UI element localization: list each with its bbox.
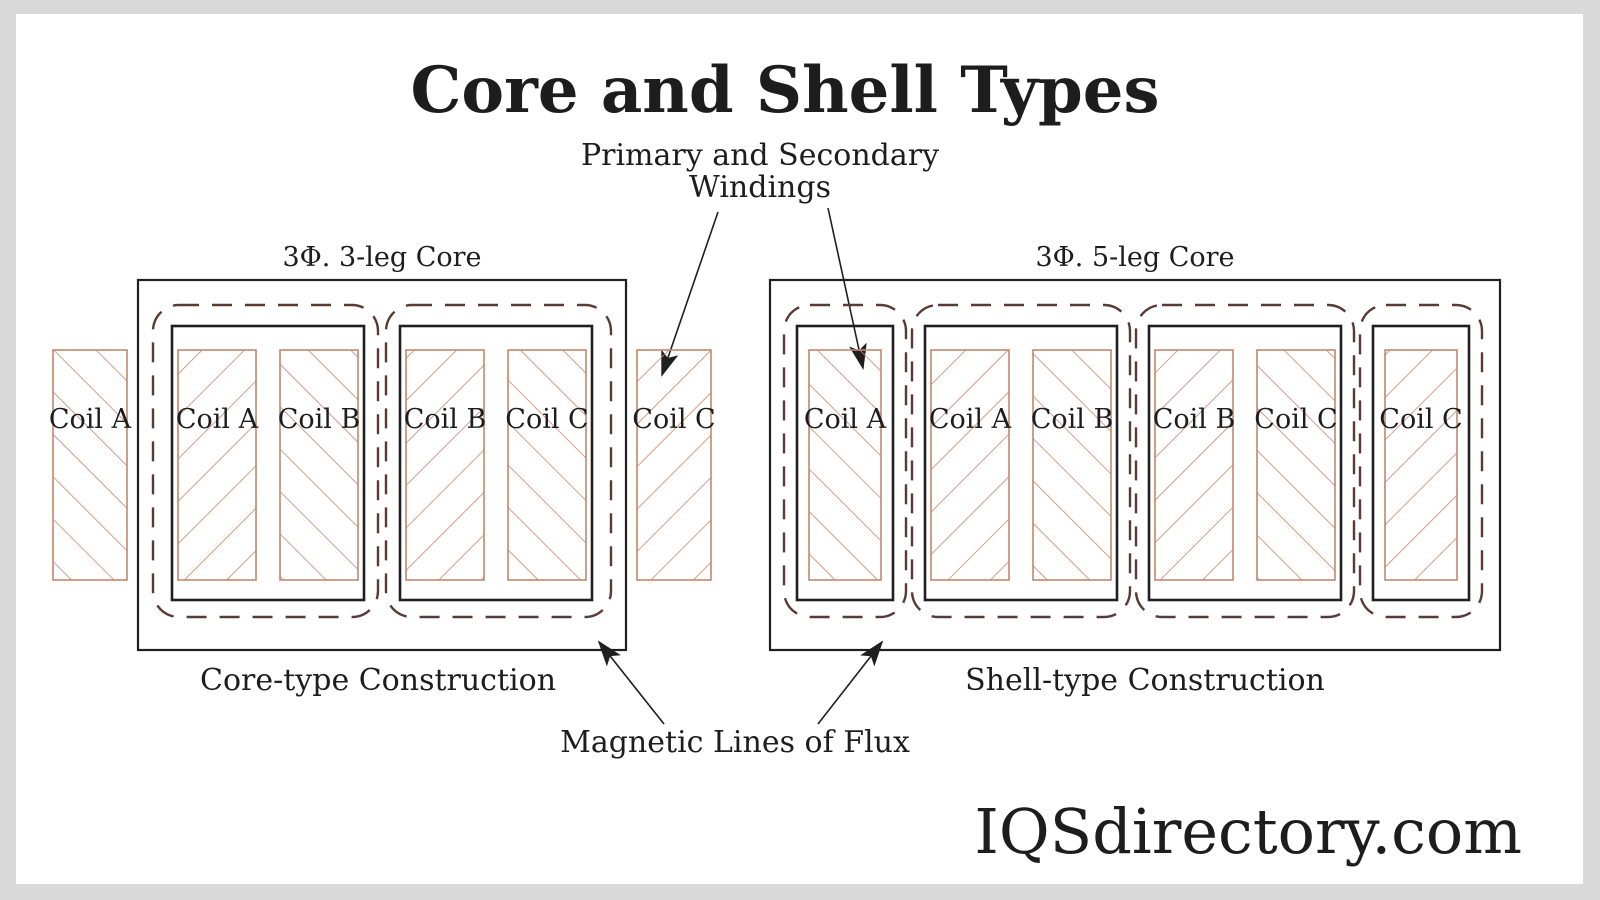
flux-arrow-right — [817, 640, 884, 725]
coil-rect — [1154, 349, 1234, 581]
coil-rect — [930, 349, 1010, 581]
flux-loop — [782, 303, 908, 619]
coil-rect — [279, 349, 359, 581]
shell-type-window-3 — [1147, 324, 1343, 602]
flux-loop — [1358, 303, 1484, 619]
coil-label: Coil C — [505, 404, 588, 435]
flux-annotation: Magnetic Lines of Flux — [560, 640, 910, 760]
shell-type-window-2 — [923, 324, 1119, 602]
shell-type-caption: Shell-type Construction — [965, 663, 1325, 698]
coil-label: Coil A — [49, 404, 132, 435]
windings-arrow-left — [661, 211, 719, 377]
coil-label: Coil A — [176, 404, 259, 435]
coil-label: Coil B — [404, 404, 487, 435]
coil-label: Coil A — [804, 404, 887, 435]
flux-label: Magnetic Lines of Flux — [560, 725, 910, 760]
flux-loop — [151, 303, 380, 619]
coil-rect — [177, 349, 257, 581]
core-type-diagram: 3Φ. 3-leg Core Coil A Coil A Coil B Coil… — [49, 242, 716, 698]
coil-label: Coil C — [1379, 404, 1462, 435]
shell-type-core-outline — [768, 278, 1502, 652]
shell-type-window-4 — [1371, 324, 1471, 602]
core-type-core-label: 3Φ. 3-leg Core — [282, 242, 481, 273]
shell-type-core-label: 3Φ. 5-leg Core — [1035, 242, 1234, 273]
coil-rect — [808, 349, 882, 581]
coil-rect — [507, 349, 587, 581]
coil-rect — [1032, 349, 1112, 581]
coil-label: Coil C — [1254, 404, 1337, 435]
windings-annotation: Primary and Secondary Windings — [581, 138, 939, 377]
flux-arrow-left — [597, 640, 665, 725]
coil-rect — [1384, 349, 1458, 581]
coil-label: Coil B — [1153, 404, 1236, 435]
core-type-core-outline — [136, 278, 628, 652]
coil-label: Coil B — [278, 404, 361, 435]
core-type-window-1 — [170, 324, 366, 602]
watermark: IQSdirectory.com — [974, 795, 1522, 868]
flux-loop — [384, 303, 613, 619]
windings-arrow-right — [827, 207, 867, 370]
core-type-caption: Core-type Construction — [200, 663, 556, 698]
shell-type-diagram: 3Φ. 5-leg Core Coil A Coil A Coil B Coil… — [768, 242, 1502, 698]
coil-rect — [52, 349, 128, 581]
shell-type-window-1 — [795, 324, 895, 602]
coil-label: Coil B — [1031, 404, 1114, 435]
windings-label-line2: Windings — [689, 170, 831, 205]
coil-rect — [636, 349, 712, 581]
flux-loop — [910, 303, 1132, 619]
core-type-window-2 — [398, 324, 594, 602]
windings-label-line1: Primary and Secondary — [581, 138, 939, 173]
coil-label: Coil C — [632, 404, 715, 435]
page-title: Core and Shell Types — [410, 53, 1159, 128]
coil-rect — [405, 349, 485, 581]
coil-rect — [1256, 349, 1336, 581]
flux-loop — [1134, 303, 1356, 619]
coil-label: Coil A — [929, 404, 1012, 435]
